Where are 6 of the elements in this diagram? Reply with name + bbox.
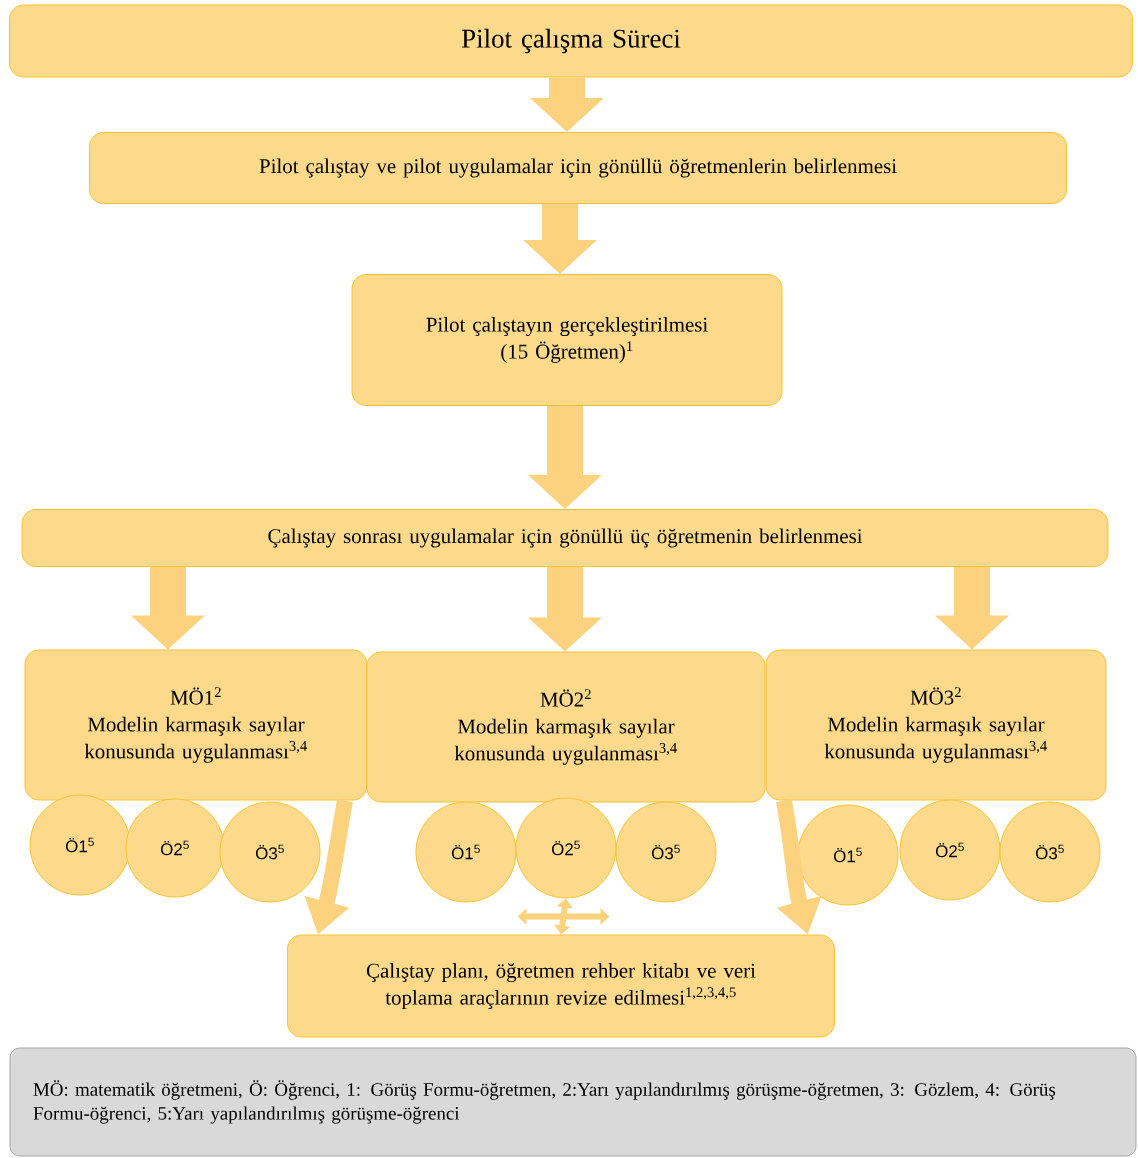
note-box: MÖ: matematik öğretmeni, Ö: Öğrenci, 1: Görüş Formu-öğretmen, 2:Yarı yapılandırılmış görüşme-öğretmen, 3: Gözlem, 4: Görüş Formu-öğrenci, 5:Yarı yapılandırılmış görüşme-öğrenci — [9, 1047, 1137, 1157]
process-box: Pilot çalıştayın gerçekleştirilmesi (15 Öğretmen)$^{1}$ — [351, 274, 783, 406]
title-box: Pilot çalışma Süreci — [9, 4, 1133, 78]
process-box: Çalıştay sonrası uygulamalar için gönüllü üç öğretmenin belirlenmesi — [21, 509, 1109, 567]
process-box: Çalıştay planı, öğretmen rehber kitabı ve veri toplama araçlarının revize edilmesi$^{1,2,3,4,5}$ — [287, 934, 835, 1038]
process-box: Pilot çalıştay ve pilot uygulamalar için gönüllü öğretmenlerin belirlenmesi — [89, 132, 1067, 204]
